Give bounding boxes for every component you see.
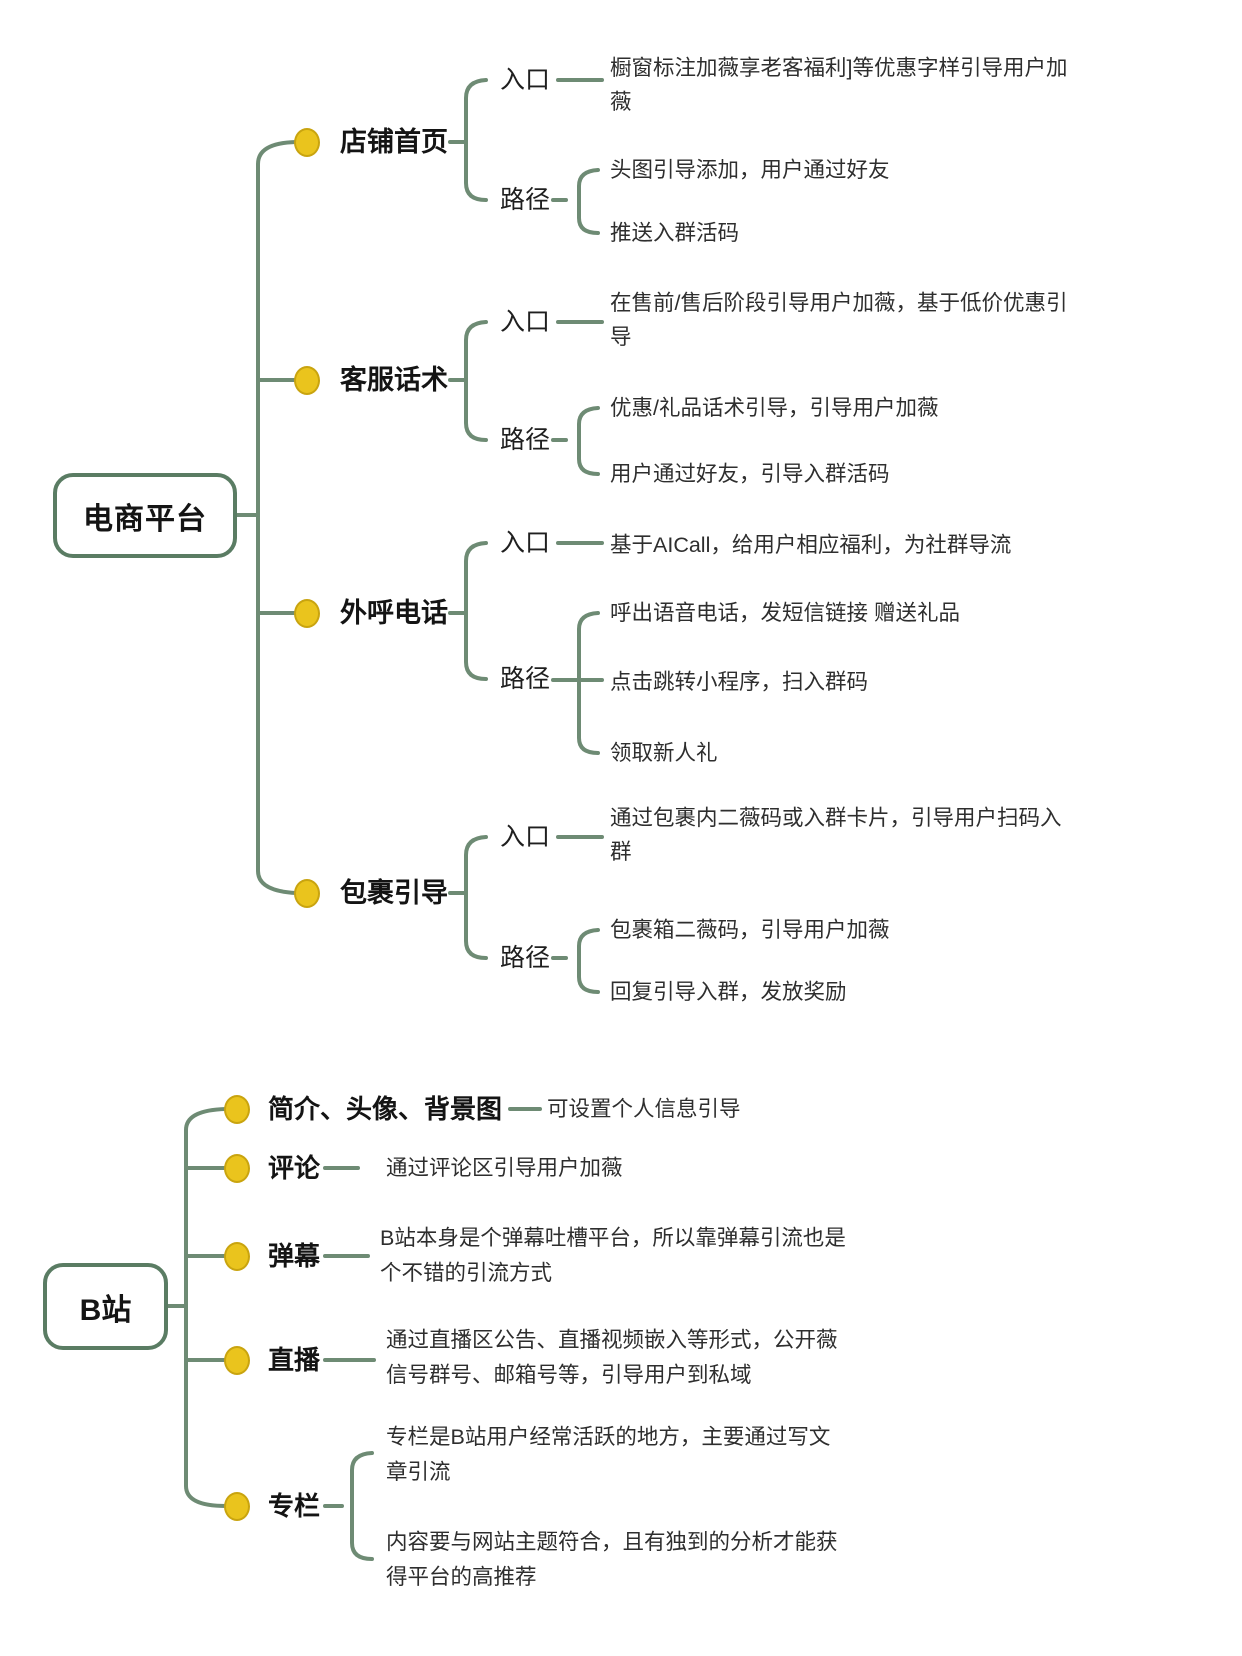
bili-leaf-text: 内容要与网站主题符合，且有独到的分析才能获得平台的高推荐 bbox=[386, 1530, 838, 1589]
ecom-leaf-text: 通过包裹内二薇码或入群卡片，引导用户扫码入群 bbox=[610, 806, 1062, 864]
ecom-leaf-text: 回复引导入群，发放奖励 bbox=[610, 980, 847, 1004]
bullet-dot-icon bbox=[224, 1242, 250, 1271]
bullet-dot-icon bbox=[224, 1095, 250, 1124]
ecom-leaf-text: 领取新人礼 bbox=[610, 741, 718, 765]
ecom-leaf-text: 基于AICall，给用户相应福利，为社群导流 bbox=[610, 533, 1012, 557]
ecom-leaf-text: 优惠/礼品话术引导，引导用户加薇 bbox=[610, 396, 939, 420]
bilibili-root-node: B站 bbox=[43, 1263, 168, 1350]
ecommerce-root-label: 电商平台 bbox=[83, 502, 207, 536]
ecom-path-label: 路径 bbox=[500, 665, 551, 693]
ecom-branch-shop-homepage-label: 店铺首页 bbox=[340, 127, 448, 157]
ecom-leaf-text: 呼出语音电话，发短信链接 赠送礼品 bbox=[610, 601, 960, 625]
ecom-entry-label: 入口 bbox=[500, 823, 551, 851]
ecommerce-root-node: 电商平台 bbox=[53, 473, 237, 558]
ecom-entry-label: 入口 bbox=[500, 66, 551, 94]
ecom-entry-label: 入口 bbox=[500, 529, 551, 557]
bullet-dot-icon bbox=[294, 879, 320, 908]
bilibili-root-label: B站 bbox=[79, 1293, 132, 1327]
bili-branch-profile-label: 简介、头像、背景图 bbox=[268, 1094, 503, 1124]
bili-branch-live-label: 直播 bbox=[268, 1345, 321, 1375]
ecom-path-label: 路径 bbox=[500, 944, 551, 972]
ecom-entry-label: 入口 bbox=[500, 308, 551, 336]
bili-leaf-text: 专栏是B站用户经常活跃的地方，主要通过写文章引流 bbox=[386, 1425, 831, 1484]
bullet-dot-icon bbox=[294, 599, 320, 628]
ecom-leaf-text: 用户通过好友，引导入群活码 bbox=[610, 462, 890, 486]
bili-branch-column-label: 专栏 bbox=[268, 1491, 321, 1521]
ecom-leaf-text: 在售前/售后阶段引导用户加薇，基于低价优惠引导 bbox=[610, 291, 1068, 349]
bili-branch-comments-label: 评论 bbox=[268, 1153, 321, 1183]
bullet-dot-icon bbox=[224, 1346, 250, 1375]
ecom-branch-service-script-label: 客服话术 bbox=[340, 365, 448, 395]
bili-leaf-text: B站本身是个弹幕吐槽平台，所以靠弹幕引流也是个不错的引流方式 bbox=[380, 1226, 846, 1285]
bili-leaf-text: 通过直播区公告、直播视频嵌入等形式，公开薇信号群号、邮箱号等，引导用户到私域 bbox=[386, 1328, 838, 1387]
bullet-dot-icon bbox=[294, 366, 320, 395]
bili-leaf-text: 可设置个人信息引导 bbox=[547, 1097, 741, 1121]
bili-leaf-text: 通过评论区引导用户加薇 bbox=[386, 1156, 623, 1180]
ecom-path-label: 路径 bbox=[500, 186, 551, 214]
ecom-leaf-text: 包裹箱二薇码，引导用户加薇 bbox=[610, 918, 890, 942]
bili-branch-danmaku-label: 弹幕 bbox=[268, 1241, 321, 1271]
ecom-branch-package-guide-label: 包裹引导 bbox=[340, 878, 448, 908]
ecom-leaf-text: 头图引导添加，用户通过好友 bbox=[610, 158, 890, 182]
bullet-dot-icon bbox=[294, 128, 320, 157]
ecom-leaf-text: 推送入群活码 bbox=[610, 221, 740, 245]
bullet-dot-icon bbox=[224, 1154, 250, 1183]
bullet-dot-icon bbox=[224, 1492, 250, 1521]
ecom-path-label: 路径 bbox=[500, 426, 551, 454]
ecom-leaf-text: 橱窗标注加薇享老客福利]等优惠字样引导用户加薇 bbox=[610, 56, 1068, 114]
ecom-branch-outbound-call-label: 外呼电话 bbox=[340, 598, 448, 628]
ecom-leaf-text: 点击跳转小程序，扫入群码 bbox=[610, 670, 869, 694]
